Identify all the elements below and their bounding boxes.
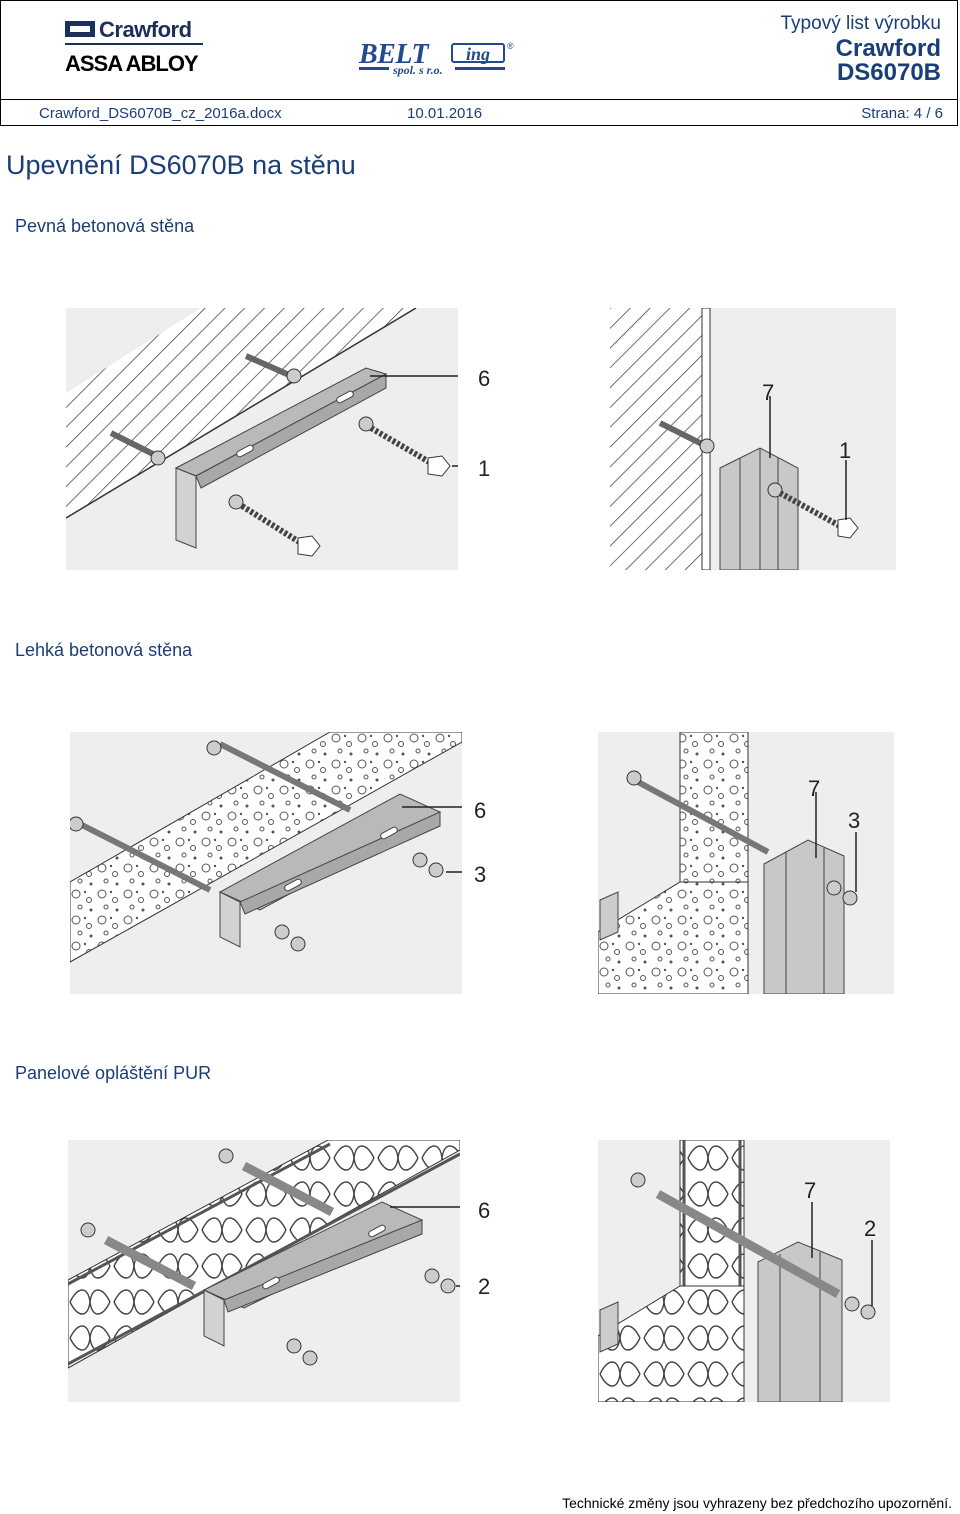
document-filename: Crawford_DS6070B_cz_2016a.docx — [39, 105, 282, 122]
belting-logo-subtitle: spol. s r.o. — [393, 63, 443, 77]
section-label-pur-panel: Panelové opláštění PUR — [15, 1063, 212, 1083]
page-title: Upevnění DS6070B na stěnu — [6, 150, 356, 180]
figure-pur-panel-horizontal — [68, 1140, 460, 1402]
callout-number: 1 — [478, 456, 490, 481]
callout-number: 3 — [474, 862, 486, 887]
document-model: DS6070B — [836, 59, 941, 86]
document-type: Typový list výrobku — [780, 13, 942, 34]
callout-number: 2 — [478, 1274, 490, 1299]
crawford-logo-text: Crawford — [99, 17, 192, 42]
registered-mark-icon: ® — [507, 41, 514, 51]
callout-number: 6 — [474, 798, 486, 823]
crawford-assa-abloy-logo: Crawford ASSA ABLOY — [63, 17, 208, 79]
callout-number: 7 — [808, 776, 820, 801]
figure-lightweight-concrete-horizontal — [70, 732, 462, 994]
callout-number: 6 — [478, 366, 490, 391]
callout-number: 6 — [478, 1198, 490, 1223]
callout-number: 7 — [762, 380, 774, 405]
section-label-solid-concrete: Pevná betonová stěna — [15, 216, 195, 236]
document-brand: Crawford — [835, 35, 941, 62]
callout-number: 7 — [804, 1178, 816, 1203]
figure-solid-concrete-vertical: 7 1 — [610, 308, 896, 570]
section-label-lightweight-concrete: Lehká betonová stěna — [15, 640, 193, 660]
figure-pur-panel-vertical: 7 2 — [598, 1140, 890, 1402]
callout-number: 2 — [864, 1216, 876, 1241]
figure-solid-concrete-horizontal — [66, 308, 458, 570]
belting-logo: BELT ing ® spol. s r.o. — [359, 39, 519, 79]
page-number: Strana: 4 / 6 — [861, 105, 943, 122]
assa-abloy-logo-text: ASSA ABLOY — [65, 51, 199, 76]
belting-logo-text: BELT — [359, 39, 429, 70]
figure-lightweight-concrete-vertical: 7 3 — [598, 732, 894, 994]
callout-number: 3 — [848, 808, 860, 833]
belting-logo-ing: ing — [451, 43, 505, 63]
document-date: 10.01.2016 — [407, 105, 483, 122]
document-header: Crawford ASSA ABLOY BELT ing ® spol. s r… — [0, 0, 958, 126]
footer-disclaimer: Technické změny jsou vyhrazeny bez předc… — [562, 1495, 952, 1511]
callout-number: 1 — [839, 438, 851, 463]
crawford-logo-mark-icon — [65, 21, 95, 37]
